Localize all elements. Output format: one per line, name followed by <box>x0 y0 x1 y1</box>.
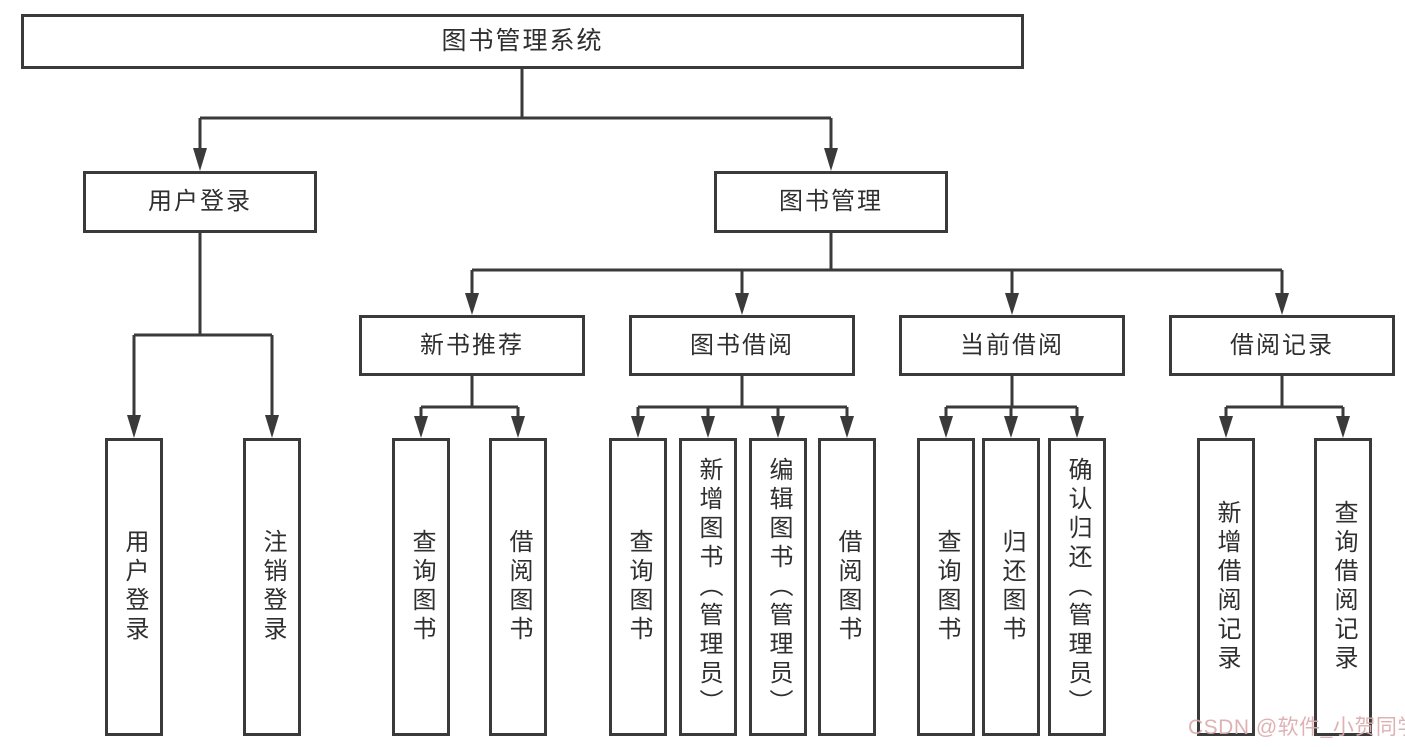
leaf-current-return-books: 归还图书 <box>982 438 1040 736</box>
leaf-borrow-add-books-label: 新增图书（管理员） <box>695 456 722 718</box>
leaf-record-query: 查询借阅记录 <box>1314 438 1372 736</box>
node-root-label: 图书管理系统 <box>441 27 604 55</box>
node-user-login: 用户登录 <box>83 171 317 233</box>
leaf-user-login-label: 用户登录 <box>121 529 148 645</box>
leaf-user-login: 用户登录 <box>105 438 163 736</box>
leaf-recommend-query-books-label: 查询图书 <box>408 529 435 645</box>
leaf-current-confirm-return-label: 确认归还（管理员） <box>1064 456 1091 718</box>
leaf-borrow-borrow-books-label: 借阅图书 <box>834 529 861 645</box>
node-current-borrow: 当前借阅 <box>899 315 1125 376</box>
leaf-borrow-add-books: 新增图书（管理员） <box>679 438 737 736</box>
leaf-borrow-edit-books-label: 编辑图书（管理员） <box>765 456 792 718</box>
watermark: CSDN @软件_小贺同学 <box>1188 716 1405 739</box>
leaf-borrow-edit-books: 编辑图书（管理员） <box>749 438 807 736</box>
node-book-borrow-label: 图书借阅 <box>690 331 794 359</box>
leaf-current-query-books: 查询图书 <box>917 438 975 736</box>
leaf-record-add-label: 新增借阅记录 <box>1213 500 1240 674</box>
node-borrow-record: 借阅记录 <box>1169 315 1395 376</box>
node-borrow-record-label: 借阅记录 <box>1230 331 1334 359</box>
leaf-current-return-books-label: 归还图书 <box>998 529 1025 645</box>
node-book-borrow: 图书借阅 <box>629 315 855 376</box>
leaf-borrow-query-books-label: 查询图书 <box>625 529 652 645</box>
leaf-current-query-books-label: 查询图书 <box>933 529 960 645</box>
node-book-management-label: 图书管理 <box>779 188 883 215</box>
leaf-record-add: 新增借阅记录 <box>1197 438 1255 736</box>
arrowheads <box>127 148 1350 438</box>
leaf-borrow-borrow-books: 借阅图书 <box>818 438 876 736</box>
leaf-recommend-query-books: 查询图书 <box>392 438 450 736</box>
leaf-recommend-borrow-books: 借阅图书 <box>489 438 547 736</box>
node-root: 图书管理系统 <box>21 14 1024 69</box>
node-new-book-recommend-label: 新书推荐 <box>420 331 524 359</box>
leaf-recommend-borrow-books-label: 借阅图书 <box>505 529 532 645</box>
leaf-logout-label: 注销登录 <box>259 529 286 645</box>
leaf-current-confirm-return: 确认归还（管理员） <box>1048 438 1106 736</box>
node-new-book-recommend: 新书推荐 <box>359 315 585 376</box>
node-book-management: 图书管理 <box>714 171 948 233</box>
leaf-record-query-label: 查询借阅记录 <box>1330 500 1357 674</box>
node-current-borrow-label: 当前借阅 <box>960 331 1064 359</box>
leaf-borrow-query-books: 查询图书 <box>609 438 667 736</box>
leaf-logout: 注销登录 <box>243 438 301 736</box>
node-user-login-label: 用户登录 <box>148 188 252 215</box>
